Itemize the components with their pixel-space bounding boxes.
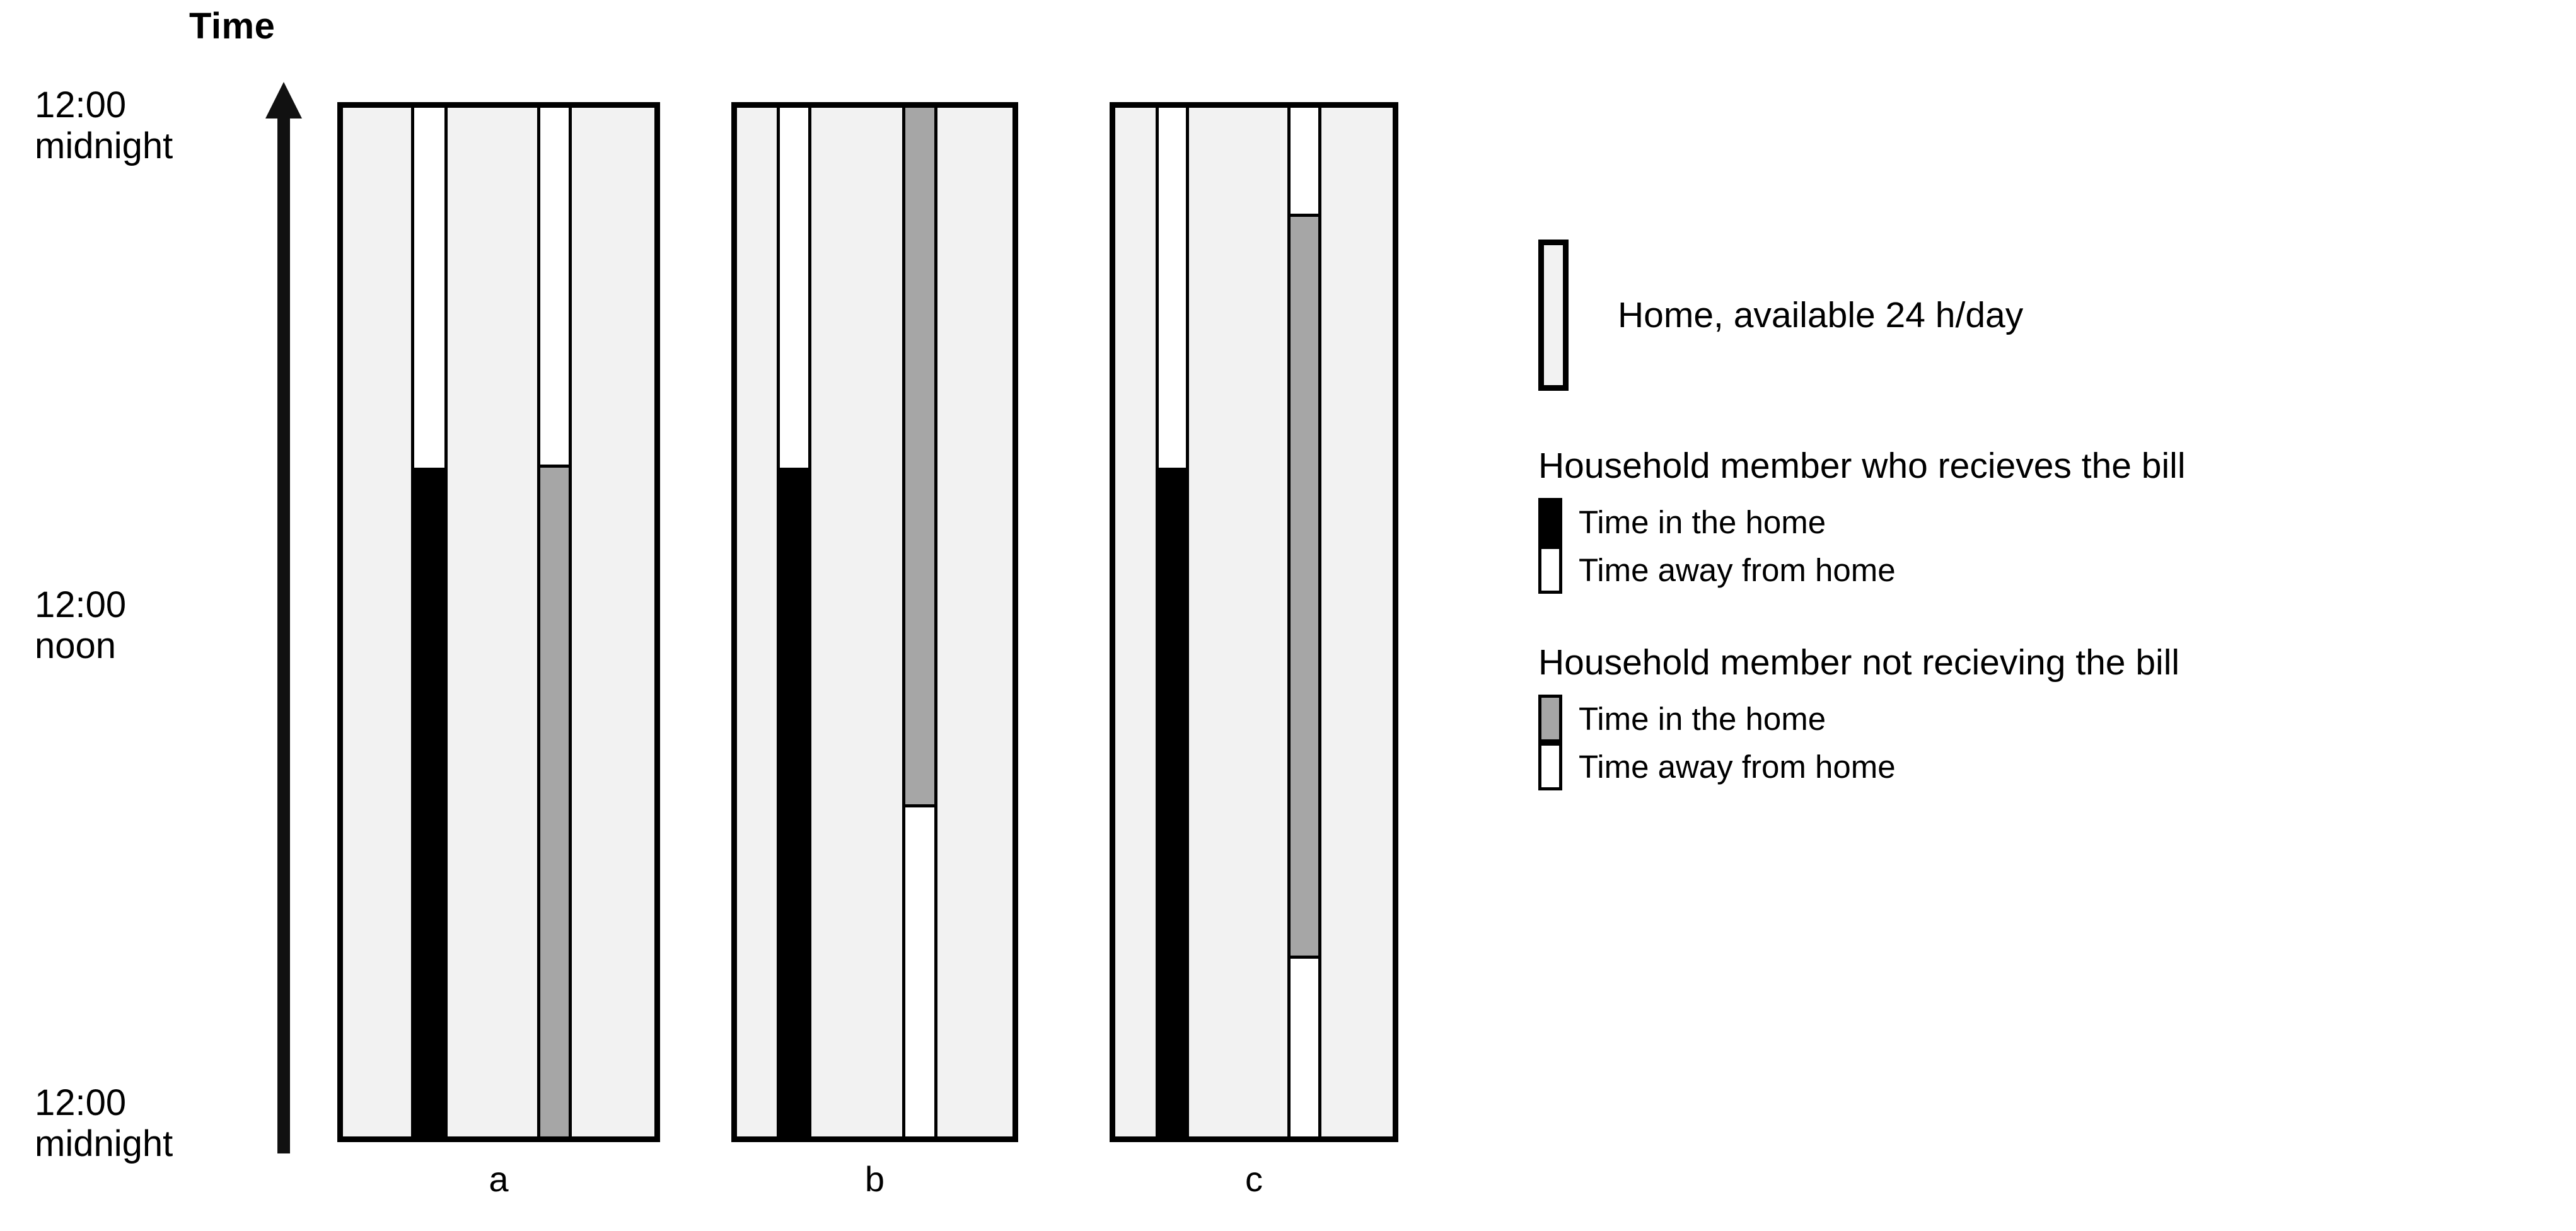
panel-caption-b: b xyxy=(864,1159,885,1199)
segment-in-home xyxy=(414,468,444,1136)
segment-away-from-home xyxy=(1159,108,1186,468)
legend-row-away-bill: Time away from home xyxy=(1538,546,2560,594)
legend-label-away-bill: Time away from home xyxy=(1579,552,1896,588)
segment-away-from-home-top xyxy=(1291,108,1318,214)
segment-in-home xyxy=(1291,214,1318,956)
legend-group-non-bill-member: Household member not recieving the bill … xyxy=(1538,642,2560,790)
legend-row-in-home-other: Time in the home xyxy=(1538,695,2560,743)
legend-row-home: Home, available 24 h/day xyxy=(1538,240,2560,391)
segment-away-from-home xyxy=(780,108,808,468)
axis-tick-bottom-midnight: 12:00 midnight xyxy=(35,1082,173,1164)
legend-row-away-other: Time away from home xyxy=(1538,743,2560,790)
black-swatch-icon xyxy=(1538,498,1562,546)
household-panel-c xyxy=(1110,102,1398,1142)
white-swatch-icon xyxy=(1538,743,1562,790)
panel-caption-a: a xyxy=(489,1159,509,1199)
legend-heading-non-bill-member: Household member not recieving the bill xyxy=(1538,642,2180,683)
segment-away-from-home xyxy=(905,804,934,1136)
segment-in-home xyxy=(905,108,934,804)
legend-group-bill-recipient: Household member who recieves the bill T… xyxy=(1538,445,2560,594)
legend-row-in-home-bill: Time in the home xyxy=(1538,498,2560,546)
gray-swatch-icon xyxy=(1538,695,1562,743)
legend-label-in-home-other: Time in the home xyxy=(1579,700,1826,737)
home-swatch-icon xyxy=(1538,240,1569,391)
legend-label-home: Home, available 24 h/day xyxy=(1618,295,2024,335)
axis-title: Time xyxy=(189,6,276,47)
white-swatch-icon xyxy=(1538,546,1562,594)
bill-recipient-bar-a xyxy=(411,108,448,1136)
segment-in-home xyxy=(780,468,808,1136)
legend-label-away-other: Time away from home xyxy=(1579,748,1896,785)
legend-spacer xyxy=(1538,600,2560,642)
non-bill-member-bar-b xyxy=(902,108,937,1136)
segment-away-from-home xyxy=(540,108,569,465)
legend-heading-bill-recipient: Household member who recieves the bill xyxy=(1538,446,2186,486)
segment-away-from-home-bottom xyxy=(1291,955,1318,1136)
household-panel-b xyxy=(731,102,1018,1142)
legend: Home, available 24 h/day Household membe… xyxy=(1538,240,2560,797)
bill-recipient-bar-c xyxy=(1156,108,1189,1136)
bill-recipient-bar-b xyxy=(777,108,811,1136)
up-arrow-icon xyxy=(265,82,303,1153)
segment-in-home xyxy=(540,465,569,1136)
non-bill-member-bar-a xyxy=(537,108,572,1136)
household-panel-a xyxy=(337,102,660,1142)
segment-in-home xyxy=(1159,468,1186,1136)
axis-tick-top-midnight: 12:00 midnight xyxy=(35,84,173,166)
segment-away-from-home xyxy=(414,108,444,468)
legend-label-in-home-bill: Time in the home xyxy=(1579,504,1826,540)
panel-caption-c: c xyxy=(1245,1159,1263,1199)
axis-tick-noon: 12:00 noon xyxy=(35,584,127,666)
non-bill-member-bar-c xyxy=(1287,108,1321,1136)
